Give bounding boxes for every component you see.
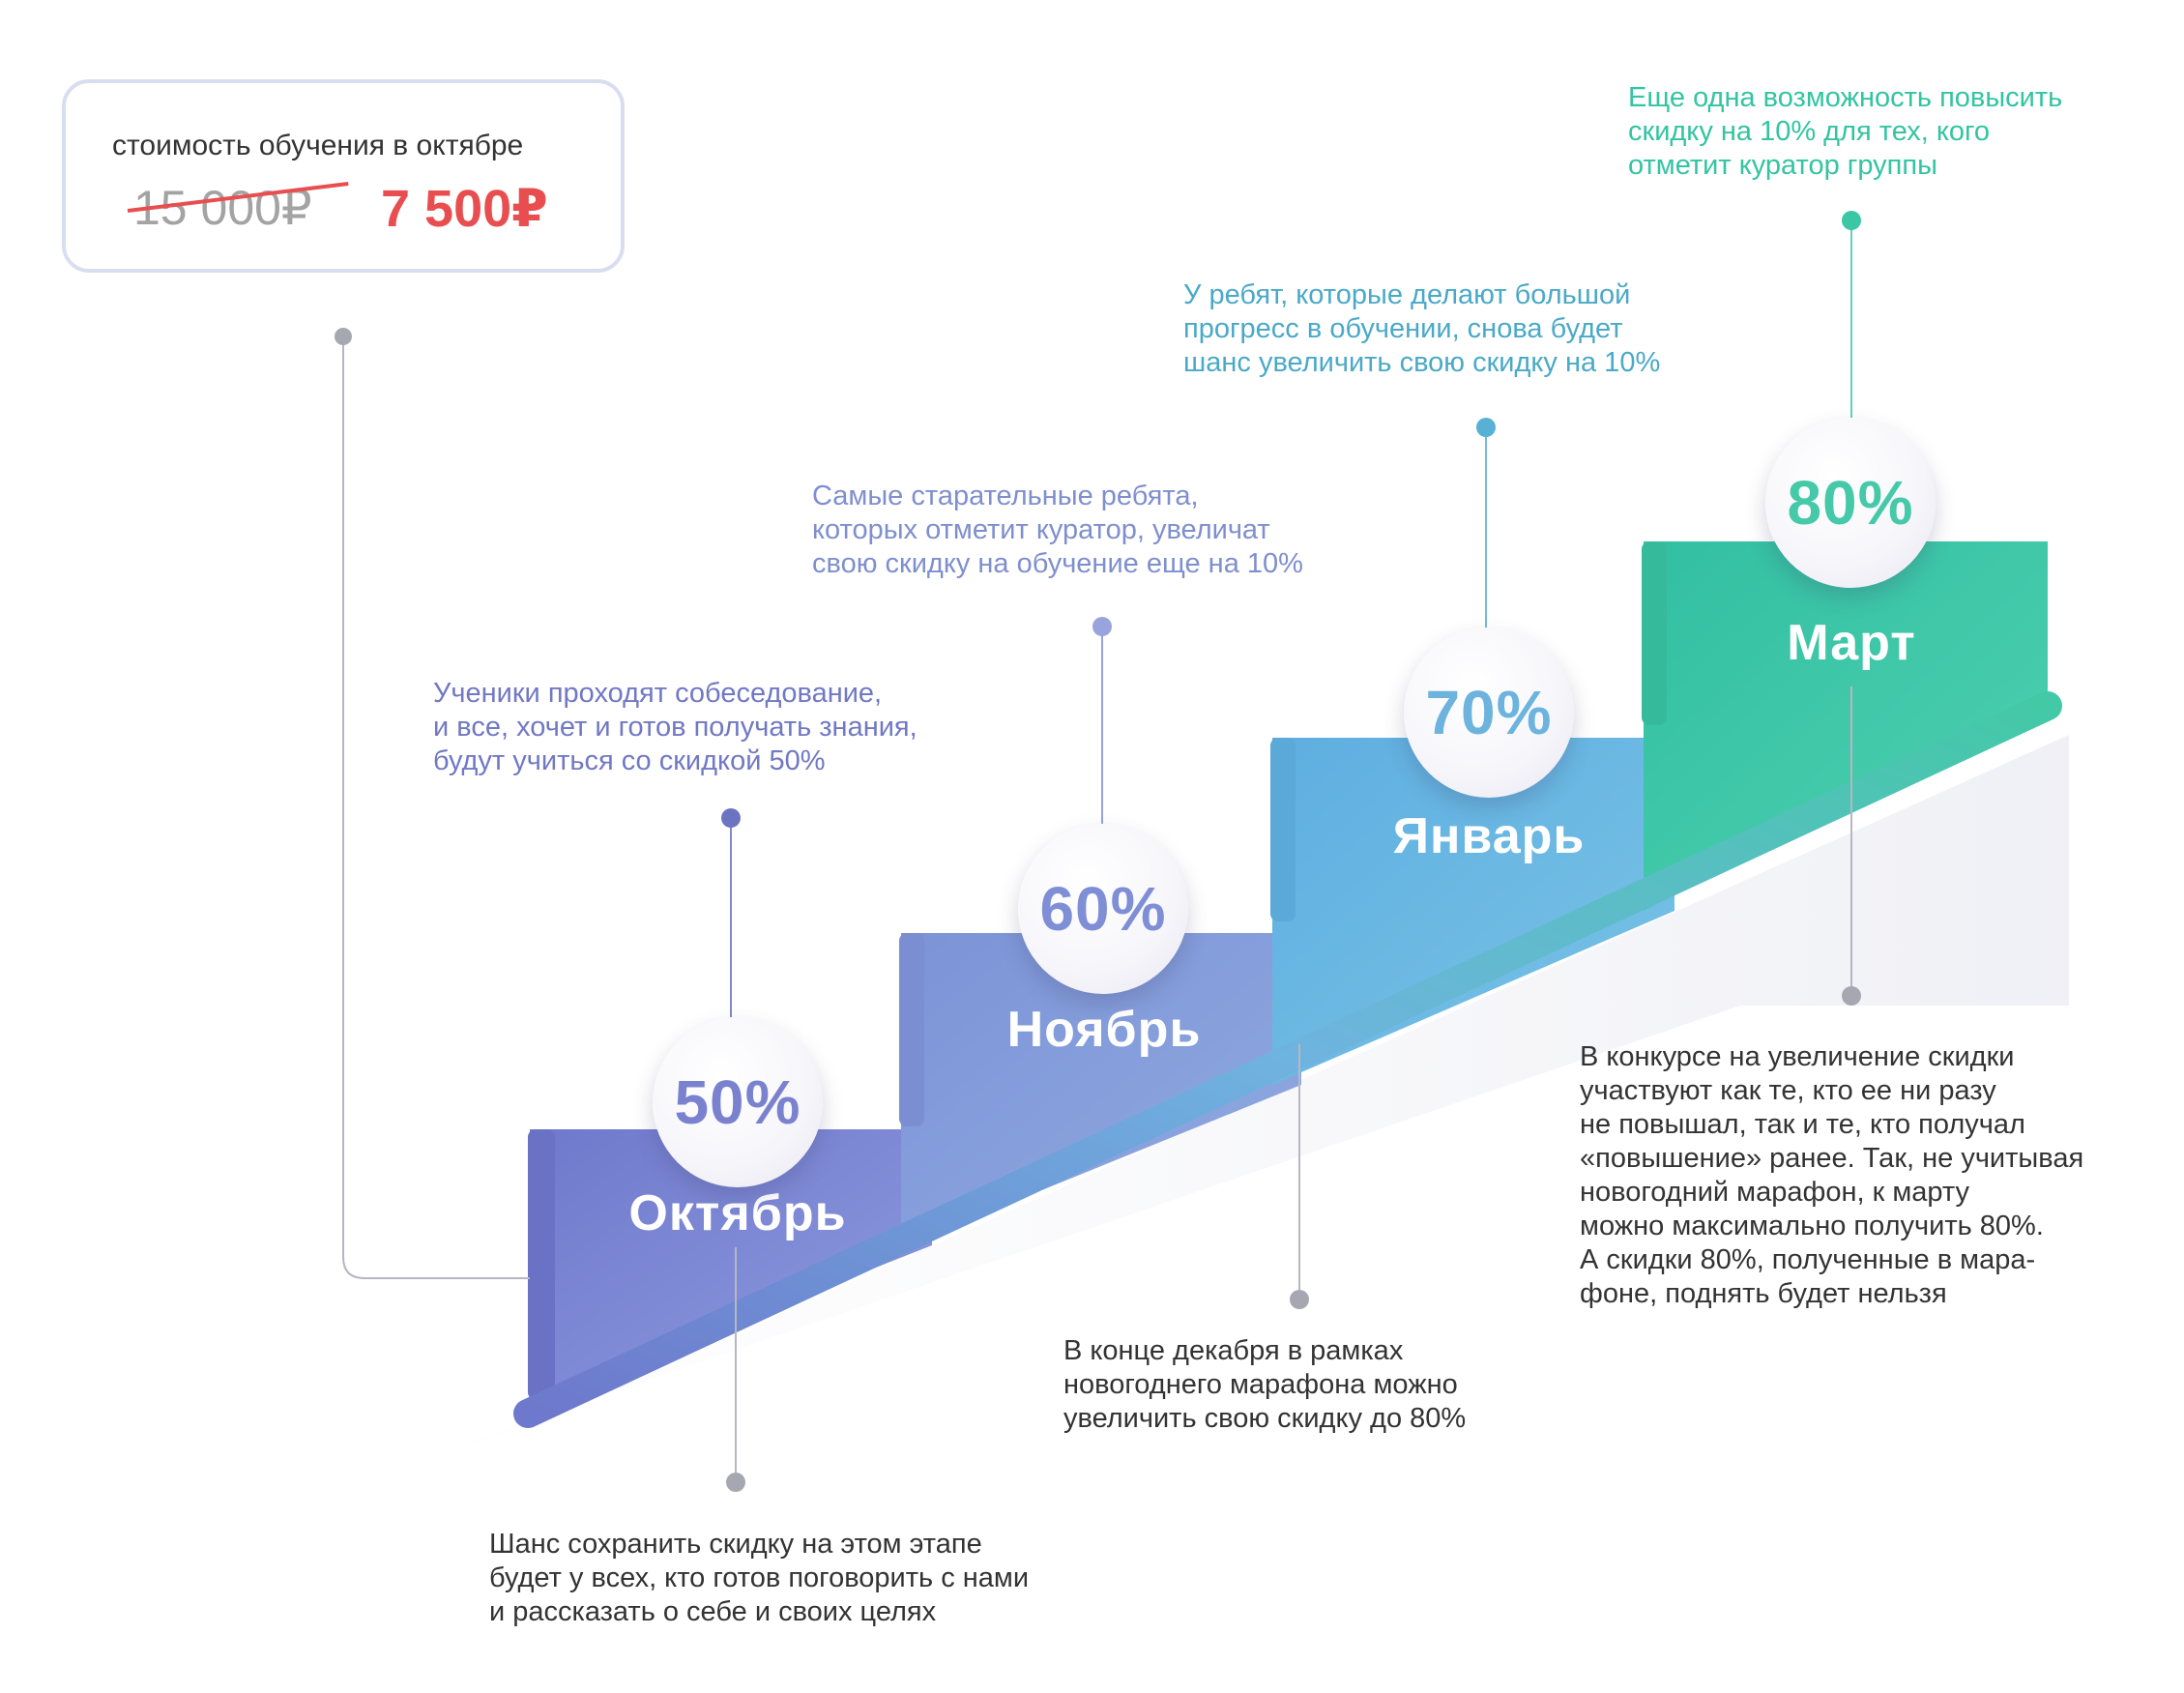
step-block-january	[1272, 738, 1674, 1085]
percent-november: 60%	[1039, 874, 1167, 944]
dot-mar-top	[1842, 211, 1861, 230]
callout-march: Еще одна возможность повысить скидку на …	[1628, 82, 2063, 181]
step-block-march	[1644, 541, 2048, 911]
month-label-november: Ноябрь	[1006, 1002, 1202, 1058]
percent-bubble-march: 80%	[1765, 418, 1936, 588]
percent-march: 80%	[1787, 468, 1914, 538]
percent-bubble-november: 60%	[1018, 824, 1188, 994]
step-edge-january	[1270, 738, 1296, 921]
month-label-march: Март	[1787, 615, 1916, 671]
callout-contest: В конкурсе на увеличение скидки участвую…	[1580, 1041, 2084, 1309]
dot-oct-bottom	[726, 1473, 745, 1492]
new-price: 7 500₽	[381, 180, 548, 238]
dot-mar-bottom	[1842, 986, 1861, 1006]
month-label-october: Октябрь	[628, 1185, 847, 1241]
percent-january: 70%	[1425, 678, 1553, 747]
step-block-october	[530, 1129, 932, 1404]
month-label-january: Январь	[1392, 808, 1586, 864]
dot-price	[335, 328, 352, 345]
dot-dec-bottom	[1290, 1290, 1309, 1309]
step-block-november	[901, 933, 1301, 1247]
dot-jan-top	[1476, 418, 1496, 437]
step-edge-march	[1642, 541, 1667, 725]
dot-nov-top	[1092, 617, 1112, 636]
dot-oct-top	[721, 808, 741, 828]
callout-keep-discount: Шанс сохранить скидку на этом этапе буде…	[489, 1529, 1030, 1627]
percent-october: 50%	[674, 1067, 801, 1137]
callout-october: Ученики проходят собеседование, и все, х…	[433, 678, 917, 776]
connector-price	[342, 336, 530, 1279]
percent-bubble-october: 50%	[653, 1017, 823, 1187]
stair-rail	[513, 691, 2062, 1428]
price-label: стоимость обучения в октябре	[112, 130, 524, 161]
price-card: стоимость обучения в октябре 15 000₽ 7 5…	[62, 79, 625, 273]
step-edge-october	[528, 1129, 555, 1400]
callout-january: У ребят, которые делают большой прогресс…	[1183, 279, 1661, 378]
percent-bubble-january: 70%	[1404, 628, 1574, 798]
step-edge-november	[899, 933, 924, 1126]
callout-december-marathon: В конце декабря в рамках новогоднего мар…	[1063, 1335, 1467, 1434]
callout-november: Самые старательные ребята, которых отмет…	[812, 481, 1303, 579]
